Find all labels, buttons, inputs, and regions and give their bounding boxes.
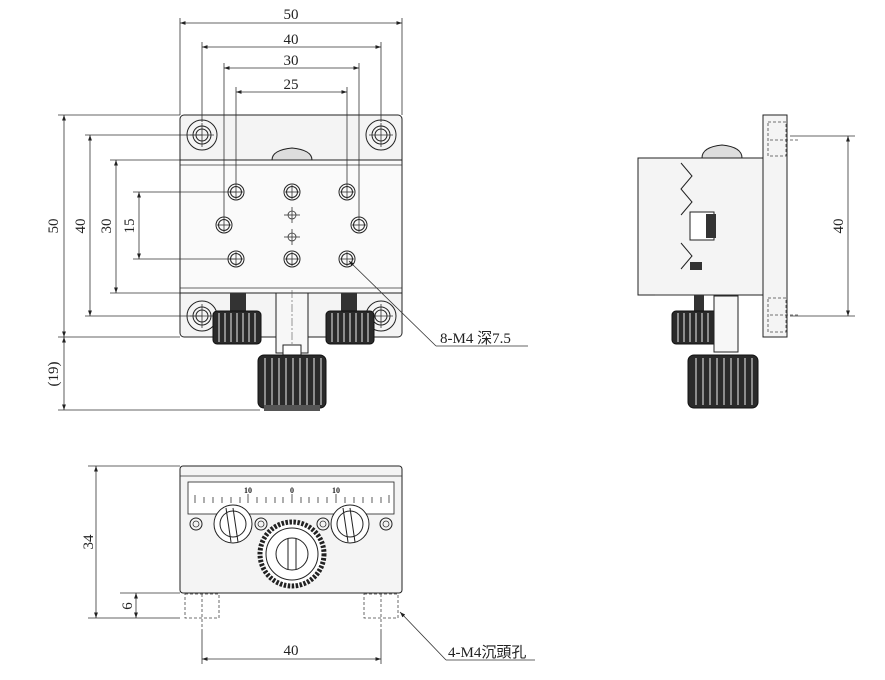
dim-front-6: 6 — [120, 602, 136, 610]
callout-holes: 8-M4 深7.5 — [348, 260, 528, 347]
stage-block — [179, 159, 403, 294]
front-side-knobs — [213, 504, 370, 544]
dim-height-19: (19) — [46, 362, 62, 387]
m4-holes — [215, 183, 368, 268]
scale-label-zero: 0 — [290, 486, 294, 495]
dim-height-40: 40 — [73, 219, 89, 234]
side-base-plate — [762, 114, 788, 338]
lock-knob-top — [271, 147, 313, 161]
side-lock-knob — [701, 144, 743, 159]
front-view: 10 0 10 — [81, 465, 535, 664]
dim-width-25: 25 — [284, 77, 299, 93]
side-micrometer-knob — [687, 354, 759, 409]
scale-label-right-10: 10 — [332, 486, 340, 495]
dim-width-40: 40 — [284, 32, 299, 48]
dim-width-50: 50 — [284, 7, 299, 23]
callout-holes-text: 8-M4 深7.5 — [440, 330, 511, 347]
top-dimensions: 50 40 30 25 — [179, 7, 403, 218]
dim-front-40: 40 — [284, 643, 299, 659]
side-view: 40 — [637, 114, 855, 409]
scale-ticks — [194, 494, 390, 503]
front-micrometer — [257, 519, 327, 589]
left-dimensions: 50 40 30 15 (19) — [46, 114, 260, 411]
dim-width-30: 30 — [284, 53, 299, 69]
corner-holes — [186, 119, 397, 332]
dim-side-40: 40 — [831, 219, 847, 234]
front-counterbores — [184, 593, 399, 630]
side-knobs-top — [212, 293, 375, 345]
dim-height-50: 50 — [46, 219, 62, 234]
side-adjust-knob — [671, 310, 719, 345]
front-screws — [189, 517, 393, 531]
dim-height-30: 30 — [99, 219, 115, 234]
scale-label-left-10: 10 — [244, 486, 252, 495]
dim-front-34: 34 — [81, 534, 97, 550]
callout-counterbore-text: 4-M4沉頭孔 — [448, 644, 526, 661]
dim-height-15: 15 — [122, 219, 138, 234]
center-knob-top — [257, 290, 327, 411]
top-view: 50 40 30 25 50 40 30 15 (19) 8 — [46, 7, 528, 411]
